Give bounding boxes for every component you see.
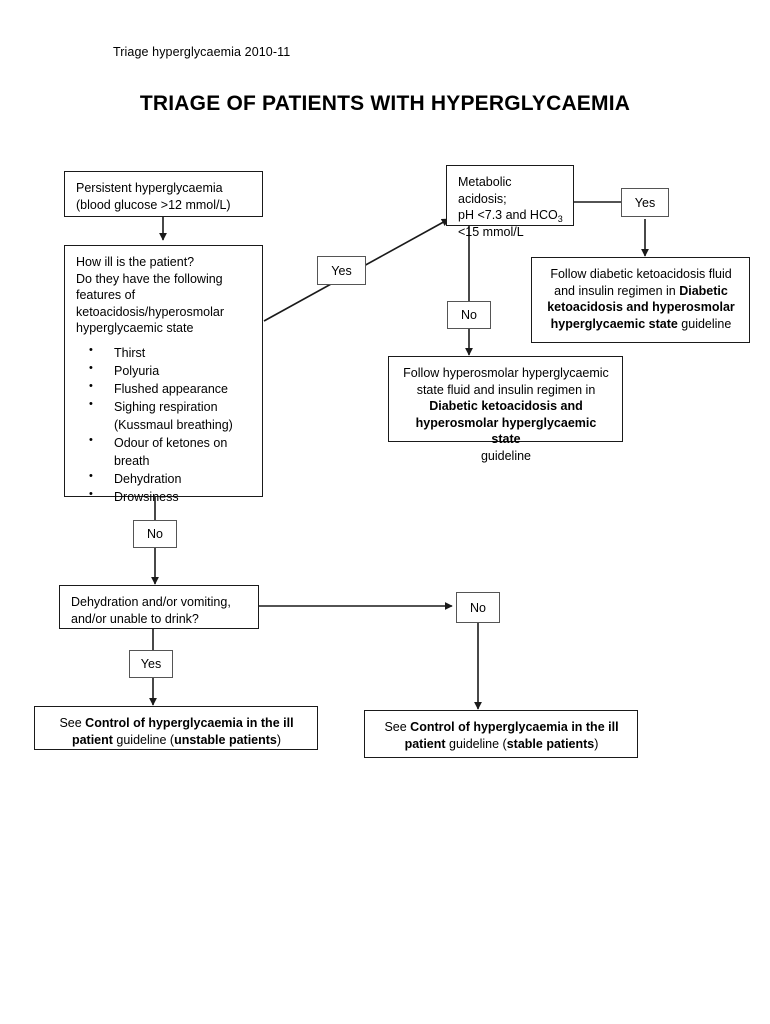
dka-line-3: ketoacidosis and hyperosmolar xyxy=(547,300,735,314)
label-no-how-ill: No xyxy=(133,520,177,548)
hhs-line-1: Follow hyperosmolar hyperglycaemic xyxy=(403,366,609,380)
persistent-line-1: Persistent hyperglycaemia xyxy=(76,181,223,195)
how-ill-line-5: hyperglycaemic state xyxy=(76,321,194,335)
node-persistent-hyperglycaemia: Persistent hyperglycaemia (blood glucose… xyxy=(64,171,263,217)
list-item: Drowsiness xyxy=(76,487,252,506)
node-dka-guideline: Follow diabetic ketoacidosis fluid and i… xyxy=(531,257,750,343)
how-ill-line-2: Do they have the following xyxy=(76,271,223,286)
node-stable-patients-outcome: See Control of hyperglycaemia in the ill… xyxy=(364,710,638,758)
hhs-line-3: Diabetic ketoacidosis and xyxy=(429,399,583,413)
dehydration-line-2: and/or unable to drink? xyxy=(71,611,199,626)
dka-line-2: and insulin regimen in Diabetic xyxy=(554,283,728,298)
page-title: TRIAGE OF PATIENTS WITH HYPERGLYCAEMIA xyxy=(139,92,631,115)
list-item: Flushed appearance xyxy=(76,379,252,398)
list-item: Odour of ketones on breath xyxy=(76,433,252,470)
label-yes-to-acidosis: Yes xyxy=(317,256,366,285)
label-yes-acidosis-right: Yes xyxy=(621,188,669,217)
list-item: Dehydration xyxy=(76,469,252,488)
label-yes-dehydration: Yes xyxy=(129,650,173,678)
hhs-line-5: guideline xyxy=(480,448,532,463)
node-hhs-guideline: Follow hyperosmolar hyperglycaemic state… xyxy=(388,356,623,463)
acidosis-line-1: Metabolic acidosis; xyxy=(458,175,512,206)
dka-line-4: hyperglycaemic state guideline xyxy=(550,316,732,331)
dehydration-line-1: Dehydration and/or vomiting, xyxy=(71,595,231,609)
acidosis-line-2: pH <7.3 and HCO3 xyxy=(458,208,563,224)
how-ill-line-4: ketoacidosis/hyperosmolar xyxy=(76,304,224,319)
document-header-note: Triage hyperglycaemia 2010-11 xyxy=(113,45,291,59)
stable-line-2: patient guideline (stable patients) xyxy=(404,736,599,751)
dka-line-1: Follow diabetic ketoacidosis fluid xyxy=(550,267,732,281)
label-no-dehydration: No xyxy=(456,592,500,623)
how-ill-feature-list: Thirst Polyuria Flushed appearance Sighi… xyxy=(76,343,252,506)
unstable-line-1: See Control of hyperglycaemia in the ill xyxy=(59,716,294,730)
label-no-acidosis-down: No xyxy=(447,301,491,329)
hhs-line-2: state fluid and insulin regimen in xyxy=(416,382,596,397)
list-item: Sighing respiration xyxy=(76,397,252,416)
list-item-continuation: (Kussmaul breathing) xyxy=(114,417,233,432)
hhs-line-4: hyperosmolar hyperglycaemic state xyxy=(415,415,597,447)
list-item: Thirst xyxy=(76,343,252,362)
node-dehydration-question: Dehydration and/or vomiting, and/or unab… xyxy=(59,585,259,629)
node-how-ill-assessment: How ill is the patient? Do they have the… xyxy=(64,245,263,504)
acidosis-line-3: <15 mmol/L xyxy=(458,224,524,239)
list-item: Polyuria xyxy=(76,361,252,380)
node-unstable-patients-outcome: See Control of hyperglycaemia in the ill… xyxy=(34,706,318,750)
how-ill-line-1: How ill is the patient? xyxy=(76,255,195,269)
hco3-subscript: 3 xyxy=(557,213,563,224)
node-metabolic-acidosis: Metabolic acidosis; pH <7.3 and HCO3 <15… xyxy=(446,165,574,239)
unstable-line-2: patient guideline (unstable patients) xyxy=(71,732,282,747)
persistent-line-2: (blood glucose >12 mmol/L) xyxy=(76,197,231,212)
stable-line-1: See Control of hyperglycaemia in the ill xyxy=(384,720,619,734)
how-ill-line-3: features of xyxy=(76,288,136,302)
